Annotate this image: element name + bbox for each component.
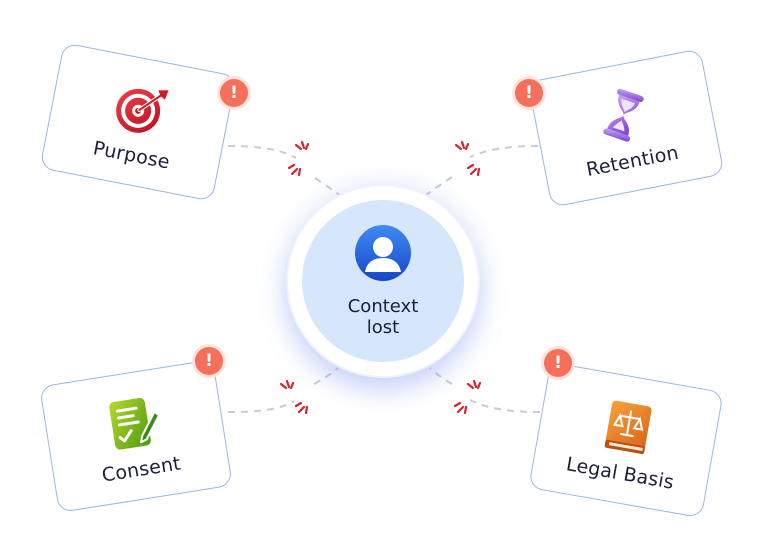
signed-document-icon: [102, 391, 166, 455]
break-mark-purpose: [287, 140, 310, 177]
alert-badge-consent: !: [195, 347, 223, 375]
context-lost-text: Context lost: [302, 296, 464, 338]
connector-purpose-hub: [314, 177, 342, 197]
break-mark-legal: [453, 379, 482, 415]
context-lost-line-1: Context: [347, 296, 419, 317]
connector-consent-hub: [313, 367, 339, 385]
alert-badge-legal: !: [544, 349, 572, 377]
break-mark-retention: [454, 140, 481, 177]
connector-retention: [469, 145, 539, 158]
purpose-card: Purpose: [39, 42, 237, 202]
connector-retention-hub: [425, 176, 453, 196]
alert-badge-retention: !: [515, 79, 543, 107]
connector-consent: [227, 400, 295, 413]
connector-purpose: [227, 145, 297, 159]
law-book-icon: [596, 395, 661, 460]
context-hub-inner: Context lost: [302, 200, 464, 362]
consent-card: Consent: [39, 359, 233, 513]
hourglass-icon: [591, 82, 657, 148]
legal-basis-label: Legal Basis: [564, 453, 676, 494]
connector-legal-hub: [429, 367, 453, 385]
context-hub: Context lost: [288, 186, 478, 376]
alert-badge-purpose: !: [220, 79, 248, 107]
break-mark-consent: [279, 379, 309, 415]
retention-card: Retention: [527, 48, 725, 208]
target-icon: [108, 76, 174, 142]
user-avatar-icon: [354, 224, 412, 282]
context-lost-line-2: lost: [366, 317, 400, 338]
connector-legal: [469, 399, 541, 413]
legal-basis-card: Legal Basis: [528, 361, 724, 519]
consent-label: Consent: [100, 452, 183, 487]
